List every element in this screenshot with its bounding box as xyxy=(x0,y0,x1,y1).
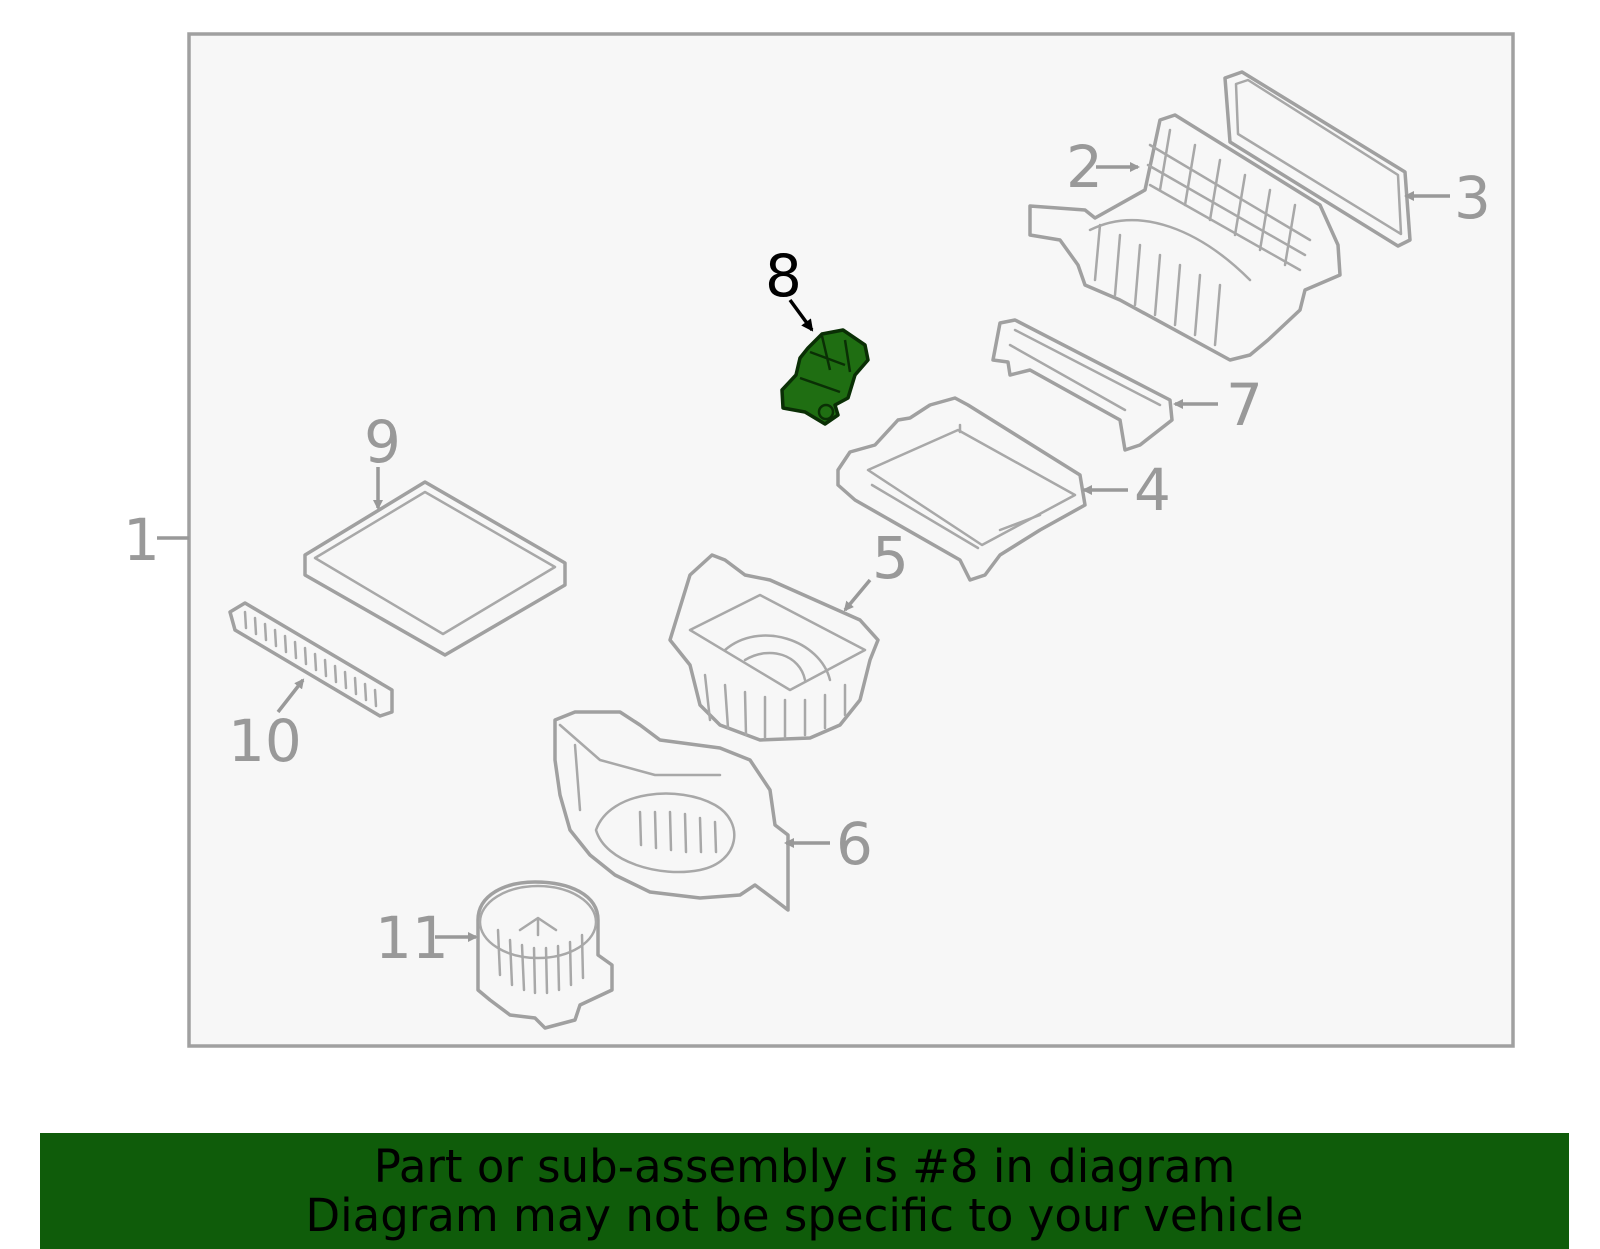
leader-10 xyxy=(276,678,305,714)
callout-10: 10 xyxy=(228,707,302,775)
leader-5 xyxy=(843,578,872,612)
callout-6: 6 xyxy=(836,810,873,878)
callout-9: 9 xyxy=(364,408,401,476)
part-2-evaporator-case xyxy=(1028,113,1342,362)
part-9-cabin-filter xyxy=(303,480,567,657)
banner-line-disclaimer: Diagram may not be specific to your vehi… xyxy=(305,1189,1304,1242)
callout-8: 8 xyxy=(765,242,802,310)
part-4-housing xyxy=(836,396,1087,582)
callout-7: 7 xyxy=(1226,371,1263,439)
part-6-blower-case xyxy=(553,710,790,912)
callout-3: 3 xyxy=(1454,164,1491,232)
part-8-actuator-highlighted xyxy=(780,328,870,426)
callout-1: 1 xyxy=(123,506,160,574)
part-3-seal xyxy=(1223,70,1412,248)
diagram-frame xyxy=(187,32,1515,1048)
part-11-blower-motor xyxy=(476,880,614,1030)
leader-lines xyxy=(157,162,1450,942)
leader-8 xyxy=(788,298,814,332)
callout-5: 5 xyxy=(872,524,909,592)
part-7-bracket xyxy=(991,318,1174,452)
banner-line-part-number: Part or sub-assembly is #8 in diagram xyxy=(373,1140,1236,1193)
callout-2: 2 xyxy=(1066,133,1103,201)
callout-11: 11 xyxy=(375,904,449,972)
info-banner: Part or sub-assembly is #8 in diagram Di… xyxy=(40,1133,1569,1249)
part-10-strip-filter xyxy=(228,601,394,718)
callout-labels: 1 2 3 4 5 6 7 8 9 10 11 xyxy=(123,133,1491,972)
part-5-blower-housing-upper xyxy=(668,553,880,742)
callout-4: 4 xyxy=(1134,456,1171,524)
